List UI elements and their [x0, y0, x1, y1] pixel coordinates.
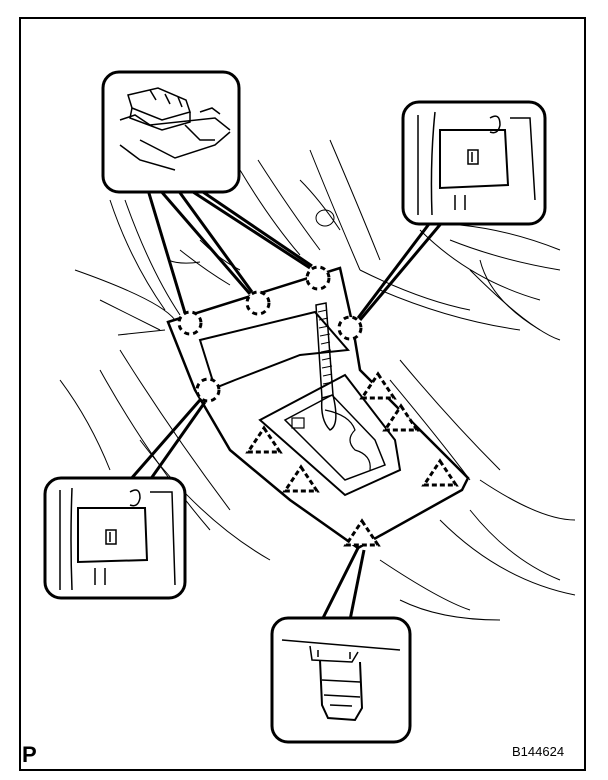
- claw-marker-5: [195, 377, 221, 403]
- clip-marker-1: [359, 371, 397, 400]
- clip-marker-3: [245, 425, 283, 454]
- claw-marker-4: [337, 315, 363, 341]
- claw-marker-3: [177, 310, 203, 336]
- display-opening: [198, 310, 351, 390]
- clip-marker-4: [282, 464, 320, 493]
- callout-clip-top: [101, 70, 241, 194]
- clip-marker-5: [421, 458, 459, 487]
- claw-fitting-icon: [417, 111, 536, 216]
- callout-clip-bottom: [270, 616, 412, 744]
- retainer-clip-icon: [119, 87, 231, 171]
- leader-lines: [128, 188, 446, 621]
- callout-claw-lower-left: [43, 476, 187, 600]
- clip-marker-6: [343, 518, 381, 547]
- claw-marker-2: [245, 290, 271, 316]
- interior-background-lines: [59, 139, 576, 621]
- claw-markers: [177, 265, 363, 403]
- clip-markers: [245, 371, 459, 547]
- shift-lever: [315, 302, 337, 431]
- claw-marker-1: [305, 265, 331, 291]
- figure-border: [19, 17, 586, 771]
- callout-claw-upper-right: [401, 100, 547, 226]
- retainer-clip-icon: [281, 639, 401, 722]
- console-upper-panel: [166, 266, 470, 550]
- clip-marker-2: [382, 403, 420, 432]
- figure-code: B144624: [512, 744, 565, 759]
- section-letter: P: [22, 742, 37, 767]
- claw-fitting-icon: [59, 487, 176, 591]
